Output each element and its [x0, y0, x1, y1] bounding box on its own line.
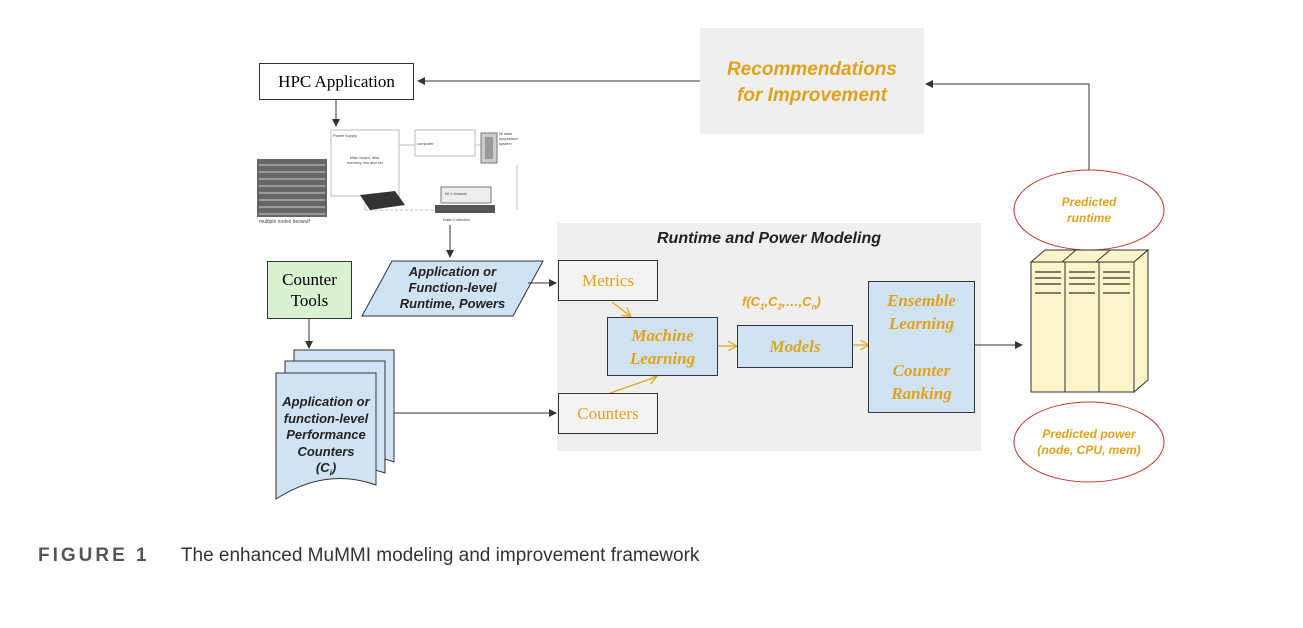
data-collection-label: Data Collection [443, 217, 471, 222]
hardware-diagram-svg [257, 129, 518, 217]
ensemble-ranking-box: Ensemble Learning Counter Ranking [868, 281, 975, 413]
ni-chassis-label: NI 1 chassis [445, 191, 467, 196]
predicted-power-label: Predicted power (node, CPU, mem) [1037, 427, 1141, 457]
ni-system-label: NI data acquisition system [499, 131, 518, 146]
metrics-box: Metrics [558, 260, 658, 301]
server-rack [1029, 248, 1150, 394]
perf-counters-label: Application or function-level Performanc… [282, 394, 370, 478]
counters-box: Counters [558, 393, 658, 434]
app-runtime-label: Application or Function-level Runtime, P… [399, 264, 506, 311]
predicted-runtime-label: Predicted runtime [1061, 195, 1117, 225]
figure-caption-text: The enhanced MuMMI modeling and improvem… [180, 545, 700, 566]
perf-counters-doc-stack [275, 349, 395, 500]
arrow-runtime-to-reco [925, 80, 1090, 170]
machine-learning-box: Machine Learning [607, 317, 718, 376]
figure-caption: FIGURE 1 The enhanced MuMMI modeling and… [38, 545, 699, 567]
multiple-nodes-label: multiple nodes beowulf [259, 219, 310, 225]
predicted-power-ellipse [1013, 401, 1165, 483]
modeling-panel-title: Runtime and Power Modeling [656, 230, 881, 247]
figure-label: FIGURE 1 [38, 545, 150, 566]
models-box: Models [737, 325, 853, 368]
counter-tools-box: Counter Tools [267, 261, 352, 319]
hpc-application-box: HPC Application [259, 63, 414, 100]
arrow-counters-to-ml [609, 377, 656, 394]
recommendations-panel [700, 28, 924, 134]
power-supply-label: Power supply [333, 133, 358, 138]
hardware-setup-image: Power supply computer NI data acquisitio… [255, 125, 525, 225]
computer-label: computer [417, 141, 434, 146]
mainboard-label: Main board, disk, memory, fan and etc [346, 155, 384, 165]
recommendations-label: Recommendations for Improvement [727, 59, 897, 106]
app-runtime-parallelogram [361, 260, 544, 317]
arrow-metrics-to-ml [611, 301, 630, 316]
model-formula: f(C1,C2,…,Cn) [742, 294, 821, 312]
